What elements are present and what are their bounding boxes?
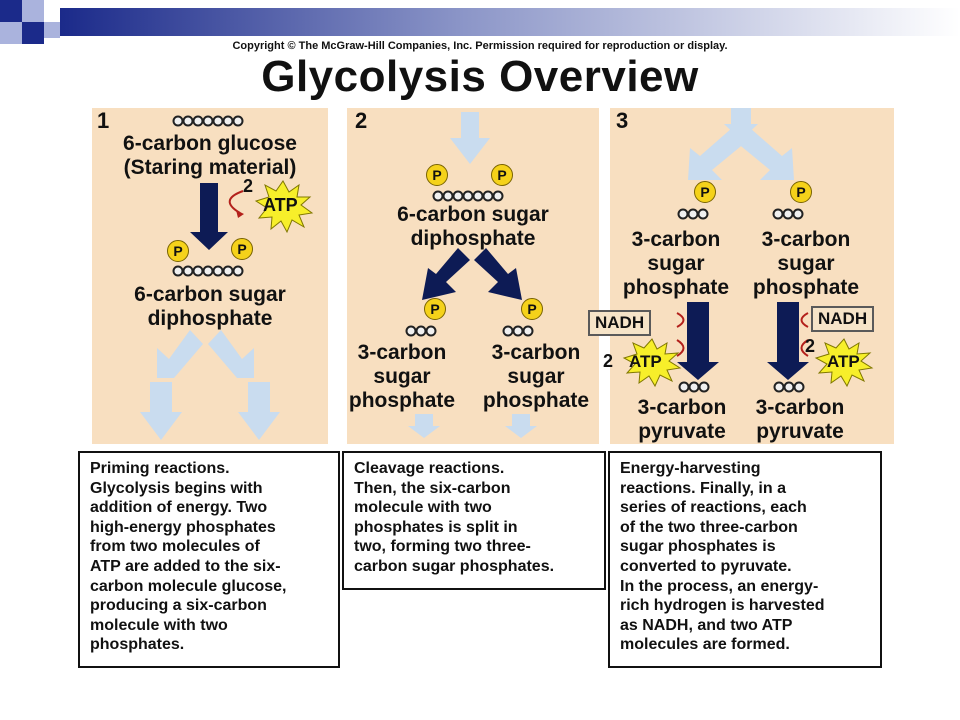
- right-product-line2: sugar: [507, 365, 565, 388]
- pyruvate-left-line1: 3-carbon: [637, 396, 727, 419]
- diphosphate-chain-icon: [172, 265, 244, 277]
- pyruvate-right-line1: 3-carbon: [755, 396, 845, 419]
- right-sugar-line1: 3-carbon: [761, 228, 851, 251]
- phosphate-icon: P: [424, 298, 446, 320]
- left-sugar-line2: sugar: [647, 252, 705, 275]
- three-carbon-chain-icon: [405, 325, 534, 337]
- input-label-line2: diphosphate: [410, 227, 536, 250]
- three-carbon-chain-icon: [677, 208, 804, 220]
- atp-label: ATP: [263, 195, 298, 215]
- panel-3-number: 3: [616, 108, 629, 133]
- light-arrow-icon: [208, 330, 254, 378]
- atp-curve-left-icon: [676, 339, 685, 357]
- top-bar-graphic: [0, 0, 960, 44]
- left-product-line2: sugar: [373, 365, 431, 388]
- phosphate-icon: P: [790, 181, 812, 203]
- phosphate-icon: P: [491, 164, 513, 186]
- atp-count-right: 2: [805, 336, 816, 356]
- atp-count: 2: [243, 176, 254, 196]
- pyruvate-right-line2: pyruvate: [756, 420, 844, 443]
- light-arrow-icon: [505, 414, 537, 438]
- right-product-line1: 3-carbon: [491, 341, 581, 364]
- light-arrow-icon: [688, 128, 746, 180]
- nadh-curve-left-icon: [676, 312, 685, 328]
- atp-count-left: 2: [603, 351, 614, 371]
- pyruvate-chain-icon: [678, 381, 805, 393]
- diphosphate-label-line2: diphosphate: [147, 307, 273, 330]
- priming-description-box: Priming reactions. Glycolysis begins wit…: [78, 451, 340, 668]
- nadh-label-right: NADH: [811, 306, 875, 332]
- panel-2-background: [347, 108, 599, 444]
- dark-arrow-icon: [474, 248, 522, 300]
- nadh-curve-right-icon: [800, 312, 809, 328]
- right-sugar-line3: phosphate: [752, 276, 860, 299]
- phosphate-icon: P: [426, 164, 448, 186]
- input-label-line1: 6-carbon sugar: [397, 203, 549, 226]
- dark-arrow-icon: [422, 248, 470, 300]
- dark-arrow-icon: [190, 183, 228, 250]
- atp-input-curve-icon: [228, 190, 244, 214]
- panel-3-light-arrows: [688, 108, 794, 180]
- atp-burst-icon: [254, 180, 314, 234]
- right-sugar-line2: sugar: [777, 252, 835, 275]
- light-arrow-icon: [140, 382, 182, 440]
- light-arrow-icon: [450, 112, 490, 164]
- atp-label-left: ATP: [629, 352, 662, 371]
- top-decorative-bar: [0, 0, 960, 44]
- glucose-label-line2: (Staring material): [123, 156, 297, 179]
- arrowhead-icon: [236, 210, 244, 218]
- pyruvate-left-line2: pyruvate: [638, 420, 726, 443]
- panel-2-number: 2: [355, 108, 368, 133]
- copyright-notice: Copyright © The McGraw-Hill Companies, I…: [232, 40, 728, 52]
- page-title: Glycolysis Overview: [261, 52, 699, 101]
- light-arrow-icon: [238, 382, 280, 440]
- right-product-line3: phosphate: [482, 389, 590, 412]
- left-product-line3: phosphate: [348, 389, 456, 412]
- panel-3-background: [610, 108, 894, 444]
- panel-2-dark-arrows: [422, 248, 522, 300]
- atp-curve-right-icon: [800, 339, 809, 357]
- phosphate-icon: P: [694, 181, 716, 203]
- phosphate-icon: P: [231, 238, 253, 260]
- nadh-label-left: NADH: [588, 310, 652, 336]
- atp-burst-icon: [622, 338, 682, 388]
- cleavage-description-box: Cleavage reactions. Then, the six-carbon…: [342, 451, 606, 590]
- left-sugar-line3: phosphate: [622, 276, 730, 299]
- glucose-chain-icon: [172, 115, 244, 127]
- atp-label-right: ATP: [827, 352, 860, 371]
- light-arrow-icon: [736, 128, 794, 180]
- left-product-line1: 3-carbon: [357, 341, 447, 364]
- panel-3-dark-arrows: [677, 302, 809, 380]
- left-sugar-line1: 3-carbon: [631, 228, 721, 251]
- light-arrow-icon: [157, 330, 203, 378]
- dark-arrow-icon: [767, 302, 809, 380]
- diphosphate-label-line1: 6-carbon sugar: [134, 283, 286, 306]
- panel-1-number: 1: [97, 108, 110, 133]
- panel-3-curves: [676, 312, 809, 357]
- energy-harvesting-description-box: Energy-harvesting reactions. Finally, in…: [608, 451, 882, 668]
- glucose-label-line1: 6-carbon glucose: [123, 132, 297, 155]
- light-arrow-icon: [408, 414, 440, 438]
- phosphate-icon: P: [167, 240, 189, 262]
- panel-1-light-arrows: [140, 330, 280, 440]
- panel-2-light-arrows: [408, 112, 537, 438]
- phosphate-icon: P: [521, 298, 543, 320]
- atp-burst-icon: [814, 338, 874, 388]
- dark-arrow-icon: [677, 302, 719, 380]
- diphosphate-chain-icon: [432, 190, 504, 202]
